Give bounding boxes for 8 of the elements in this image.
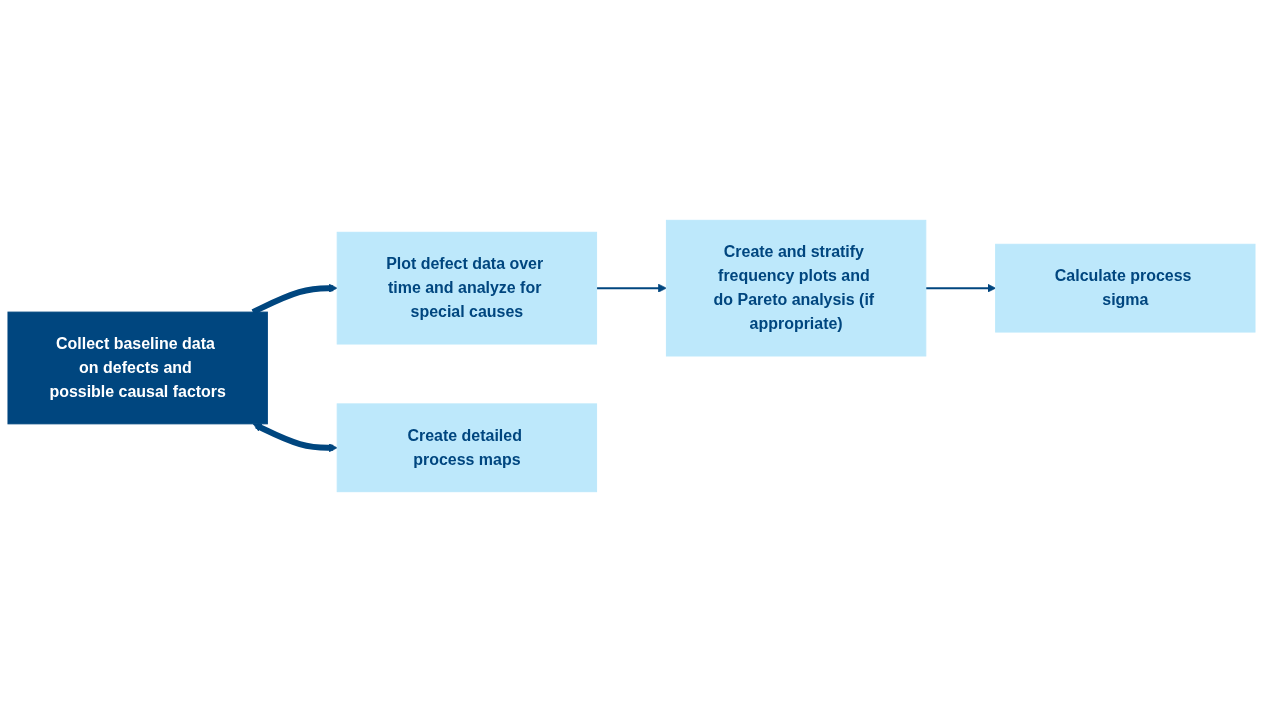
arrow bbox=[252, 422, 338, 453]
node-box: Create detailed process maps bbox=[336, 403, 598, 493]
arrow bbox=[924, 283, 997, 293]
node-box: Create and stratify frequency plots and do Pareto analysis (if appropriate) bbox=[665, 219, 927, 357]
node-box: Plot defect data over time and analyze for special causes bbox=[336, 231, 598, 345]
node-box: Collect baseline data on defects and possible causal factors bbox=[7, 311, 268, 425]
arrow bbox=[595, 283, 667, 293]
node-box: Calculate process sigma bbox=[995, 243, 1256, 333]
